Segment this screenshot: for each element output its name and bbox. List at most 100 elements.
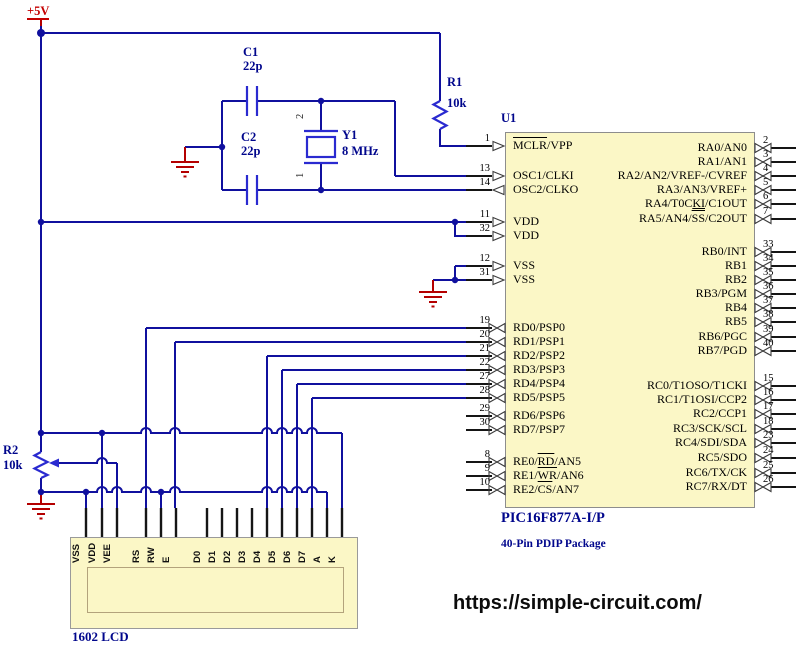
lcd-screen bbox=[87, 567, 344, 613]
chip-pin-number: 40 bbox=[763, 338, 774, 349]
chip-pin-label: OSC2/CLKO bbox=[513, 183, 578, 196]
pin-label-bar: SS bbox=[691, 211, 705, 225]
pin-direction-icon bbox=[492, 230, 506, 242]
lcd-pin-label: RW bbox=[146, 547, 157, 563]
chip-pin-number: 17 bbox=[763, 401, 774, 412]
chip-pin-number: 23 bbox=[763, 430, 774, 441]
chip-pin-label: RB4 bbox=[505, 301, 747, 314]
chip-pin-number: 39 bbox=[763, 324, 774, 335]
r1-ref-label: R1 bbox=[447, 75, 463, 89]
pin-label-pre: RD0/PSP0 bbox=[513, 320, 566, 334]
lcd-pin-label: D5 bbox=[267, 550, 278, 563]
chip-pin-number: 20 bbox=[479, 329, 491, 340]
chip-pin-number: 1 bbox=[484, 133, 490, 144]
c1-value-label: 22p bbox=[243, 59, 263, 73]
chip-pin-number: 12 bbox=[479, 253, 491, 264]
chip-pin-number: 13 bbox=[479, 163, 491, 174]
pin-label-pre: RB0/INT bbox=[701, 244, 747, 258]
junction-dots bbox=[37, 29, 459, 496]
lcd-pin-label: A bbox=[312, 556, 323, 563]
pin-label-pre: RC4/SDI/SDA bbox=[674, 435, 747, 449]
chip-pin-label: OSC1/CLKI bbox=[513, 169, 574, 182]
chip-pin-label: VDD bbox=[513, 229, 539, 242]
pin-label-bar: WR bbox=[537, 468, 558, 482]
crystal-plates-icon bbox=[304, 129, 338, 165]
capacitor-c1-icon bbox=[245, 86, 259, 116]
chip-pin-number: 28 bbox=[479, 385, 491, 396]
chip-pin-number: 9 bbox=[484, 463, 490, 474]
pin-label-pre: RB7/PGD bbox=[697, 343, 747, 357]
pin-label-post: /C1OUT bbox=[705, 196, 747, 210]
chip-pin-label: RC1/T1OSI/CCP2 bbox=[505, 393, 747, 406]
chip-pin-number: 37 bbox=[763, 295, 774, 306]
chip-pin-label: RC6/TX/CK bbox=[505, 466, 747, 479]
pin-label-pre: RC2/CCP1 bbox=[692, 406, 747, 420]
chip-pin-label: RB1 bbox=[505, 259, 747, 272]
lcd-pin-label: VDD bbox=[87, 542, 98, 563]
chip-pin-label: VSS bbox=[513, 259, 535, 272]
pin-label-post: /AN6 bbox=[557, 468, 584, 482]
pin-label-pre: RD4/PSP4 bbox=[513, 376, 566, 390]
pin-label-pre: RC0/T1OSO/T1CKI bbox=[646, 378, 747, 392]
c2-ref-label: C2 bbox=[241, 130, 257, 144]
mcu-pic16f877a-body bbox=[505, 132, 755, 508]
chip-pin-number: 30 bbox=[479, 417, 491, 428]
c2-value-label: 22p bbox=[241, 144, 261, 158]
chip-pin-number: 19 bbox=[479, 315, 491, 326]
chip-pin-label: RE2/CS/AN7 bbox=[513, 483, 579, 496]
lcd-pin-label: D4 bbox=[252, 550, 263, 563]
pin-label-pre: RA2/AN2/VREF-/CVREF bbox=[617, 168, 747, 182]
chip-pin-label: RB3/PGM bbox=[505, 287, 747, 300]
pin-label-pre: RB1 bbox=[724, 258, 747, 272]
pin-direction-icon bbox=[492, 260, 506, 272]
pin-direction-icon bbox=[488, 484, 506, 496]
chip-pin-number: 22 bbox=[479, 357, 491, 368]
chip-pin-number: 35 bbox=[763, 267, 774, 278]
resistor-r1-icon bbox=[431, 100, 449, 130]
pin-label-pre: OSC2/CLKO bbox=[513, 182, 579, 196]
pin-label-bar: CS bbox=[537, 482, 553, 496]
pin-direction-icon bbox=[488, 364, 506, 376]
pin-label-pre: RD6/PSP6 bbox=[513, 408, 566, 422]
pin-label-post: /VPP bbox=[547, 138, 573, 152]
chip-pin-number: 11 bbox=[479, 209, 490, 220]
chip-pin-label: VSS bbox=[513, 273, 535, 286]
pin-direction-icon bbox=[488, 350, 506, 362]
chip-pin-label: RB2 bbox=[505, 273, 747, 286]
wire-net bbox=[40, 26, 466, 508]
pin-direction-icon bbox=[488, 424, 506, 436]
chip-pin-label: RD5/PSP5 bbox=[513, 391, 565, 404]
pin-label-pre: RD5/PSP5 bbox=[513, 390, 566, 404]
chip-pin-number: 14 bbox=[479, 177, 491, 188]
chip-pin-number: 24 bbox=[763, 445, 774, 456]
pin-label-pre: RC3/SCK/SCL bbox=[672, 421, 747, 435]
chip-pin-number: 4 bbox=[763, 163, 769, 174]
pin-direction-icon bbox=[492, 274, 506, 286]
crystal-body-icon bbox=[305, 135, 337, 159]
pin-label-pre: RD2/PSP2 bbox=[513, 348, 566, 362]
lcd-pin-label: D6 bbox=[282, 550, 293, 563]
chip-pin-label: RD4/PSP4 bbox=[513, 377, 565, 390]
pin-label-post: /AN5 bbox=[554, 454, 582, 468]
lcd-pin-label: VSS bbox=[71, 543, 82, 563]
pin-direction-icon bbox=[492, 140, 506, 152]
crystal-ref-label: Y1 bbox=[342, 128, 358, 142]
pin-label-pre: RA4/T0C bbox=[644, 196, 693, 210]
lcd-pin-label: VEE bbox=[102, 543, 113, 563]
ground-icon bbox=[171, 147, 199, 178]
chip-pin-label: RD6/PSP6 bbox=[513, 409, 565, 422]
chip-pin-label: RC3/SCK/SCL bbox=[505, 422, 747, 435]
chip-pin-number: 32 bbox=[479, 223, 491, 234]
chip-pin-label: RB7/PGD bbox=[505, 344, 747, 357]
lcd-pin-label: D1 bbox=[207, 550, 218, 563]
pin-direction-icon bbox=[488, 336, 506, 348]
lcd-pin-label: D0 bbox=[192, 550, 203, 563]
chip-pin-label: RA2/AN2/VREF-/CVREF bbox=[505, 169, 747, 182]
chip-pin-label: RA3/AN3/VREF+ bbox=[505, 183, 747, 196]
chip-pin-label: RD0/PSP0 bbox=[513, 321, 565, 334]
chip-pin-label: RD1/PSP1 bbox=[513, 335, 565, 348]
pin-label-pre: VSS bbox=[513, 272, 536, 286]
lcd-pin-label: D2 bbox=[222, 550, 233, 563]
chip-pin-label: VDD bbox=[513, 215, 539, 228]
